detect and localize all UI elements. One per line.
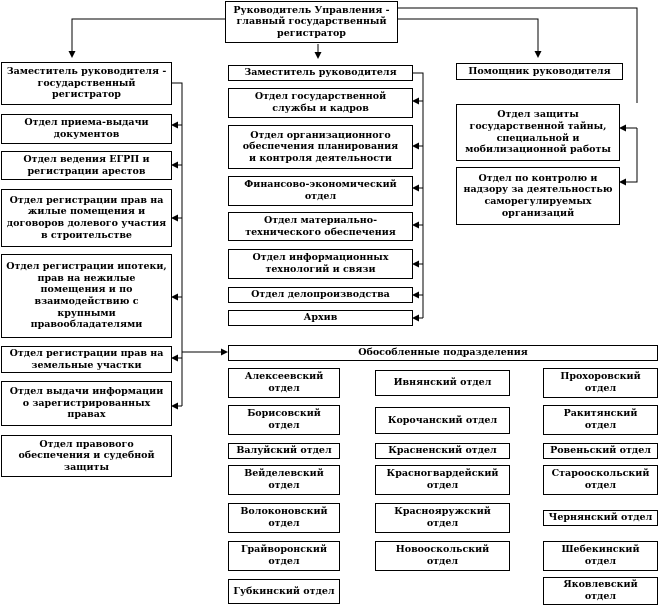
- subdivision-box: Ровеньский отдел: [543, 443, 658, 459]
- left-department: Отдел правового обеспечения и судебной з…: [1, 435, 172, 477]
- subdivision-box: Ивнянский отдел: [375, 370, 510, 396]
- subdivision-box: Краснояружский отдел: [375, 503, 510, 533]
- head-box: Руководитель Управления - главный госуда…: [225, 1, 398, 43]
- subdivision-box: Шебекинский отдел: [543, 541, 658, 571]
- subdivision-box: Чернянский отдел: [543, 510, 658, 526]
- center-department: Архив: [228, 310, 413, 326]
- left-department: Отдел ведения ЕГРП и регистрации арестов: [1, 151, 172, 180]
- subdivision-box: Яковлевский отдел: [543, 577, 658, 605]
- center-department: Финансово-экономический отдел: [228, 176, 413, 206]
- left-department: Отдел регистрации прав на жилые помещени…: [1, 189, 172, 247]
- subdivision-box: Валуйский отдел: [228, 443, 340, 459]
- left-department: Отдел регистрации прав на земельные учас…: [1, 346, 172, 373]
- subdivision-box: Красногвардейский отдел: [375, 465, 510, 495]
- assistant-box: Помощник руководителя: [456, 63, 623, 80]
- center-department: Отдел организационного обеспечения плани…: [228, 125, 413, 169]
- subdivision-box: Старооскольский отдел: [543, 465, 658, 495]
- left-department: Отдел приема-выдачи документов: [1, 114, 172, 144]
- center-department: Отдел материально- технического обеспече…: [228, 212, 413, 241]
- left-department: Отдел регистрации ипотеки, прав на нежил…: [1, 254, 172, 338]
- subdivision-box: Корочанский отдел: [375, 407, 510, 434]
- subdivision-box: Прохоровский отдел: [543, 368, 658, 398]
- subdivision-box: Новооскольский отдел: [375, 541, 510, 571]
- subdivision-box: Борисовский отдел: [228, 405, 340, 435]
- right-department: Отдел защиты государственной тайны, спец…: [456, 104, 620, 161]
- right-department: Отдел по контролю и надзору за деятельно…: [456, 167, 620, 225]
- center-department: Отдел государственной службы и кадров: [228, 88, 413, 118]
- left-department: Отдел выдачи информации о зарегистрирова…: [1, 381, 172, 426]
- center-department: Отдел информационных технологий и связи: [228, 249, 413, 279]
- subdivision-box: Губкинский отдел: [228, 579, 340, 604]
- subdivision-box: Волоконовский отдел: [228, 503, 340, 533]
- subdivision-box: Грайворонский отдел: [228, 541, 340, 571]
- deputy-left-box: Заместитель руководителя - государственн…: [1, 62, 172, 105]
- subdivision-box: Вейделевский отдел: [228, 465, 340, 495]
- center-department: Отдел делопроизводства: [228, 287, 413, 303]
- deputy-center-box: Заместитель руководителя: [228, 65, 413, 81]
- subdivisions-header: Обособленные подразделения: [228, 345, 658, 361]
- subdivision-box: Алексеевский отдел: [228, 368, 340, 398]
- subdivision-box: Ракитянский отдел: [543, 405, 658, 435]
- subdivision-box: Красненский отдел: [375, 443, 510, 459]
